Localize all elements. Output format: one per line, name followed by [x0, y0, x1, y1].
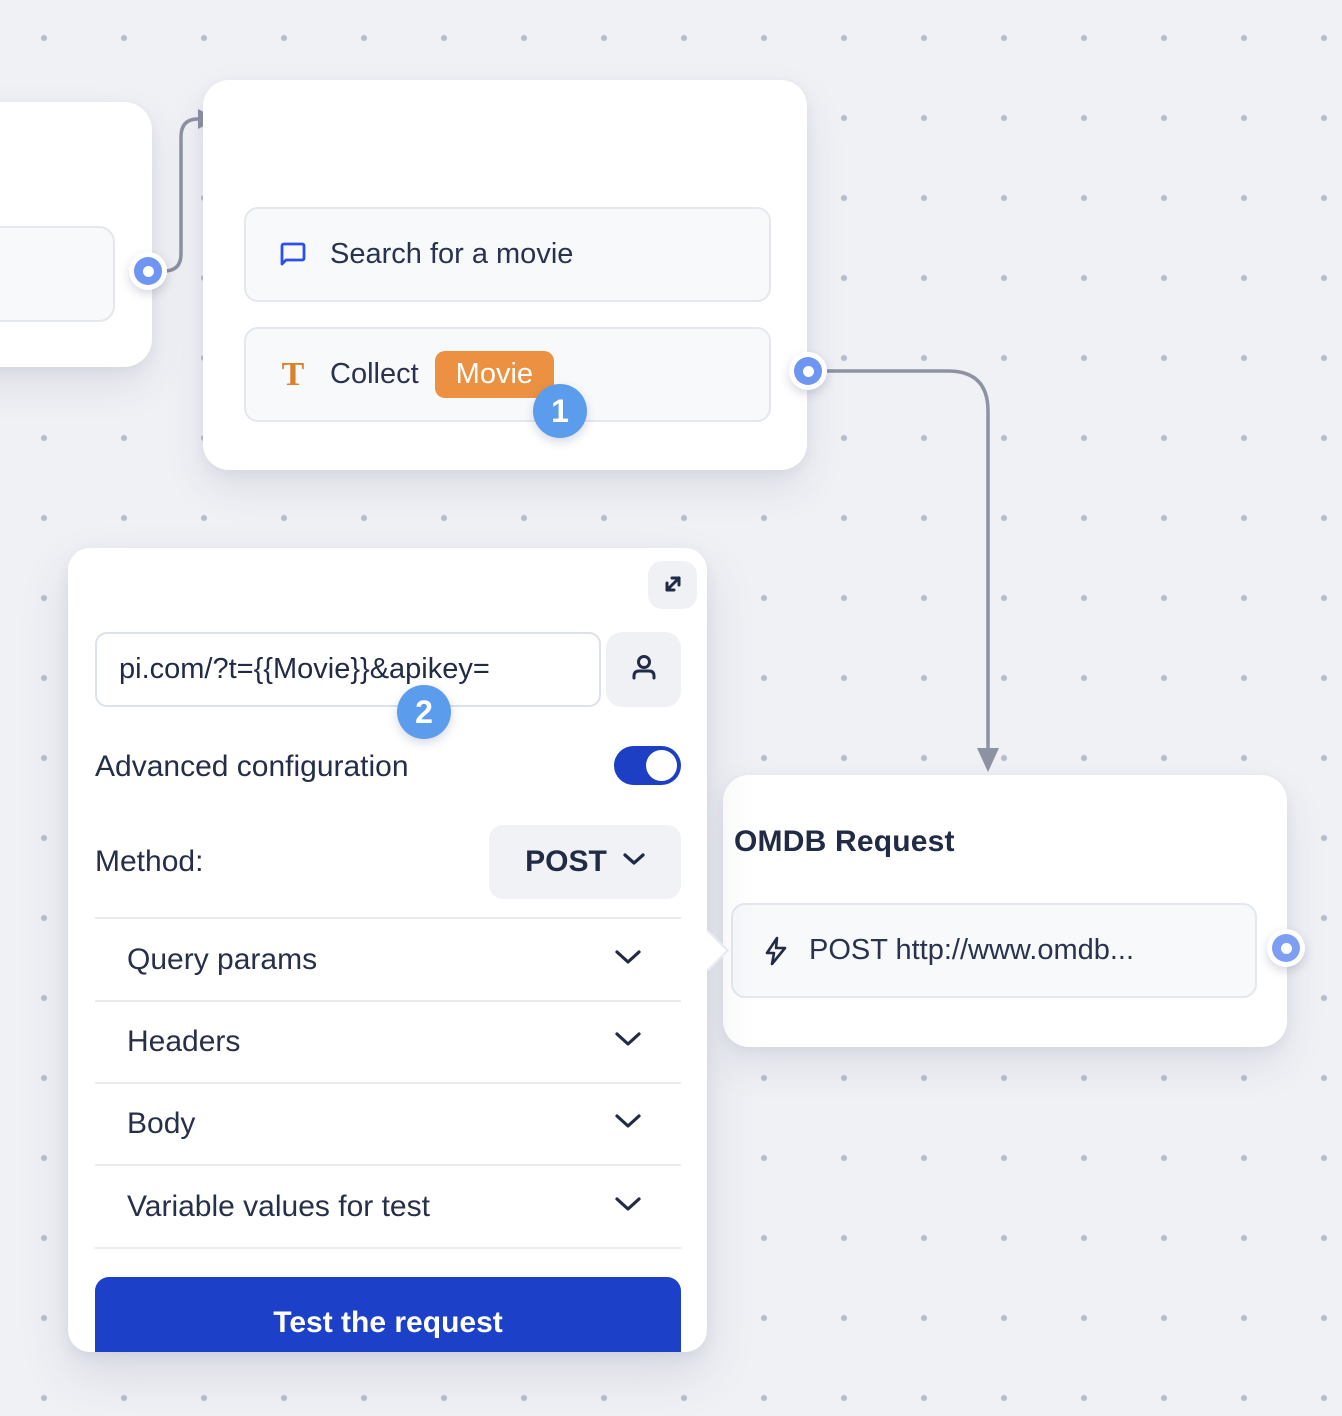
section-label: Body: [127, 1107, 196, 1140]
node-row[interactable]: [0, 226, 115, 322]
node-row-search-message[interactable]: Search for a movie: [244, 207, 771, 302]
chevron-down-icon: [615, 1114, 641, 1134]
method-value: POST: [525, 845, 607, 878]
node-card-partial[interactable]: [0, 102, 152, 367]
chevron-down-icon: [615, 1032, 641, 1052]
section-query-params[interactable]: Query params: [95, 917, 681, 1000]
node-row-webhook[interactable]: POST http://www.omdb...: [731, 903, 1257, 998]
node-row-collect[interactable]: T Collect Movie: [244, 327, 771, 422]
chevron-down-icon: [615, 1196, 641, 1217]
expand-icon: [658, 569, 688, 602]
connector-arrowhead-2: [977, 748, 999, 772]
url-input[interactable]: [95, 632, 601, 707]
section-label: Variable values for test: [127, 1189, 430, 1223]
node-card-movie-search[interactable]: Movie search Search for a movie T Collec…: [203, 80, 807, 470]
output-port[interactable]: [789, 352, 827, 390]
output-port[interactable]: [129, 252, 167, 290]
output-port[interactable]: [1267, 929, 1305, 967]
method-label: Method:: [95, 845, 204, 878]
advanced-configuration-toggle[interactable]: [614, 746, 681, 785]
advanced-configuration-label: Advanced configuration: [95, 750, 409, 783]
chevron-down-icon: [623, 853, 645, 871]
expand-button[interactable]: [648, 561, 697, 609]
step-badge-1: 1: [533, 384, 587, 438]
webhook-config-panel: Advanced configuration Method: POST Quer…: [68, 548, 707, 1352]
variable-chip[interactable]: Movie: [434, 351, 555, 398]
chevron-down-icon: [615, 949, 641, 970]
step-badge-2: 2: [397, 685, 451, 739]
node-row-label: Collect: [330, 358, 419, 390]
node-row-label: Search for a movie: [330, 238, 574, 270]
text-collect-icon: T: [281, 355, 305, 393]
node-card-omdb-request[interactable]: OMDB Request POST http://www.omdb...: [723, 775, 1287, 1047]
person-icon: [626, 650, 662, 689]
lightning-icon: [761, 936, 791, 966]
section-label: Headers: [127, 1025, 241, 1058]
method-dropdown[interactable]: POST: [489, 825, 681, 899]
divider: [95, 1247, 681, 1249]
section-headers[interactable]: Headers: [95, 1000, 681, 1082]
node-title: OMDB Request: [734, 825, 955, 858]
toggle-knob: [646, 750, 677, 781]
section-variable-values[interactable]: Variable values for test: [95, 1164, 681, 1247]
connector-path-2: [816, 369, 990, 752]
connector-path-1: [152, 117, 203, 273]
variable-insert-button[interactable]: [606, 632, 681, 707]
test-request-button[interactable]: Test the request: [95, 1277, 681, 1352]
node-row-label: POST http://www.omdb...: [809, 934, 1135, 966]
section-label: Query params: [127, 942, 318, 976]
section-body[interactable]: Body: [95, 1082, 681, 1164]
chat-bubble-icon: [278, 240, 308, 270]
